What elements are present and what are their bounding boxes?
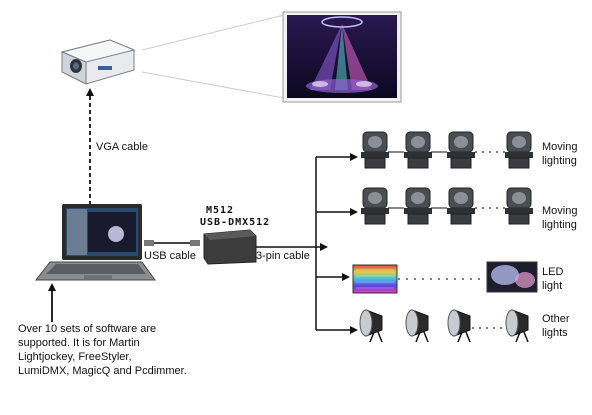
moving-lighting-2-line2: lighting xyxy=(542,219,577,231)
moving-head-icon xyxy=(505,187,533,225)
other-lights-line1: Other xyxy=(542,313,570,325)
par-can-icon xyxy=(359,309,383,343)
vga-cable-label: VGA cable xyxy=(96,141,148,153)
moving-head-icon xyxy=(505,131,533,169)
usb-cable-label: USB cable xyxy=(144,250,196,262)
usb-cable-plug xyxy=(144,240,200,246)
moving-lighting-1-line1: Moving xyxy=(542,141,578,153)
led-light-line1: LED xyxy=(542,266,564,278)
projection-screen-icon xyxy=(282,11,402,103)
projection-beam xyxy=(141,14,285,99)
software-note-line: supported. It is for Martin xyxy=(18,337,140,349)
led-row xyxy=(352,261,538,294)
led-bar-icon xyxy=(352,264,398,294)
other-lights-line2: lights xyxy=(542,327,568,339)
software-note-line: Over 10 sets of software are xyxy=(18,323,157,335)
moving-head-icon xyxy=(404,187,432,225)
moving-lighting-2-line1: Moving xyxy=(542,205,578,217)
moving-head-icon xyxy=(361,187,389,225)
software-note-line: LumiDMX, MagicQ and Pcdimmer. xyxy=(18,365,187,377)
moving-head-icon xyxy=(361,131,389,169)
moving-head-icon xyxy=(447,131,475,169)
device-model-label: M512 xyxy=(206,205,235,216)
software-note: Over 10 sets of software are supported. … xyxy=(18,322,187,378)
laptop-icon xyxy=(34,204,156,281)
moving-head-icon xyxy=(404,131,432,169)
moving-head-icon xyxy=(447,187,475,225)
par-can-icon xyxy=(447,309,471,343)
device-type-label: USB-DMX512 xyxy=(200,217,271,228)
par-can-icon xyxy=(505,309,529,343)
software-note-line: Lightjockey, FreeStyler, xyxy=(18,351,132,363)
moving-lighting-1-line2: lighting xyxy=(542,155,577,167)
led-light-line2: light xyxy=(542,280,563,292)
dmx-interface-icon xyxy=(203,229,257,265)
3pin-cable-label: 3-pin cable xyxy=(256,250,310,262)
projector-icon xyxy=(60,39,136,85)
par-can-icon xyxy=(405,309,429,343)
